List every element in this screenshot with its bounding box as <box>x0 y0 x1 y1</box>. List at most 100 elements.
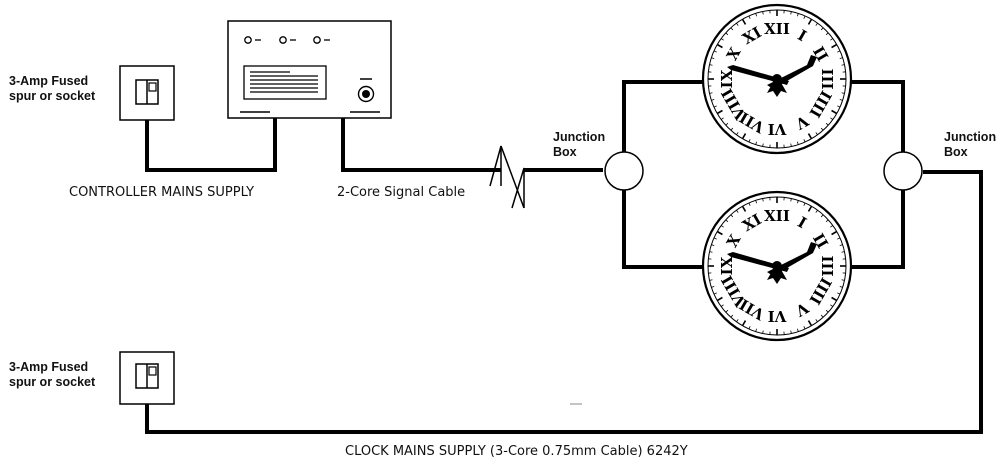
clock-center <box>772 261 782 271</box>
clock-tick <box>807 18 813 25</box>
clock-tick <box>797 141 799 145</box>
socket-top-label: 3-Amp Fused spur or socket <box>9 74 95 104</box>
junction-right-to-top-clock <box>850 80 905 152</box>
clock-tick <box>790 143 792 147</box>
clock-tick <box>736 22 739 26</box>
clock-tick <box>720 117 724 120</box>
socket-bottom-label: 3-Amp Fused spur or socket <box>9 360 95 390</box>
clock-tick <box>815 132 818 136</box>
clock-tick <box>837 292 841 295</box>
clock-tick <box>709 64 713 66</box>
clock-tick <box>736 132 739 136</box>
clock-tick <box>815 209 818 213</box>
clock-tick <box>709 279 713 281</box>
clock-tick <box>720 304 724 307</box>
socket-bottom-label-line2: spur or socket <box>9 375 96 389</box>
clock-tick <box>748 202 751 206</box>
socket-bottom-label-line1: 3-Amp Fused <box>9 360 89 374</box>
junction-right-label: Junction Box <box>944 130 996 160</box>
clock-numeral: XII <box>764 20 790 38</box>
clock-tick <box>839 57 843 59</box>
clock-numeral: III <box>818 255 836 276</box>
clock-tick <box>736 319 739 323</box>
clock-tick <box>716 296 723 302</box>
clock-tick <box>748 139 751 143</box>
fused-spur-icon <box>119 65 175 121</box>
clock-tick <box>730 127 734 131</box>
clock-tick <box>807 133 813 140</box>
controller-mains-label: CONTROLLER MAINS SUPPLY <box>69 185 255 200</box>
clock-tick <box>825 32 829 36</box>
clock-tick <box>762 330 764 334</box>
clock-tick <box>720 38 724 41</box>
clock-tick <box>762 11 764 15</box>
clock-tick <box>837 50 841 53</box>
clock-numeral: IX <box>718 256 736 275</box>
junction-right-label-line1: Junction <box>944 130 997 144</box>
socket-top-label-line2: spur or socket <box>9 89 96 103</box>
clock-tick <box>711 99 715 101</box>
clock-tick <box>713 237 717 240</box>
clock-tick <box>825 219 829 223</box>
clock-tick <box>713 292 717 295</box>
cable-break-icon <box>489 145 525 209</box>
clock-tick <box>755 328 757 332</box>
fused-spur-icon <box>119 351 175 405</box>
clock-tick <box>803 326 806 330</box>
clock-tick <box>831 109 838 115</box>
clock-tick <box>713 50 717 53</box>
clock-tick <box>748 15 751 19</box>
clock-numeral: III <box>818 68 836 89</box>
clock-tick <box>730 27 734 31</box>
clock-tick <box>820 27 824 31</box>
clock-numeral: VI <box>768 307 788 325</box>
clock-tick <box>741 205 747 212</box>
junction-left-label-line1: Junction <box>553 130 606 144</box>
clock-numeral: VI <box>768 120 788 138</box>
clock-tick <box>830 304 834 307</box>
junction-left-to-top-clock <box>622 80 708 152</box>
clock-tick <box>839 244 843 246</box>
clock-tick <box>841 92 845 94</box>
clock-tick <box>831 296 838 302</box>
clock-tick <box>807 205 813 212</box>
clock-numeral: IX <box>718 69 736 88</box>
clock-tick <box>711 57 715 59</box>
junction-box-icon <box>604 151 644 191</box>
clock-tick <box>815 22 818 26</box>
clock-tick <box>803 202 806 206</box>
junction-left-label-line2: Box <box>553 145 577 159</box>
clock-tick <box>797 200 799 204</box>
clock-tick <box>762 198 764 202</box>
clock-tick <box>748 326 751 330</box>
clock-tick <box>790 198 792 202</box>
clock-tick <box>725 219 729 223</box>
clock-tick <box>716 43 723 49</box>
clock-tick <box>709 251 713 253</box>
clock-tick <box>716 109 723 115</box>
clock-mains-label: CLOCK MAINS SUPPLY (3-Core 0.75mm Cable)… <box>345 444 688 459</box>
clock-numeral: XII <box>764 207 790 225</box>
junction-right-label-line2: Box <box>944 145 968 159</box>
socket-top-label-line1: 3-Amp Fused <box>9 74 89 88</box>
clock-hand-tail <box>767 79 787 97</box>
clock-tick <box>841 64 845 66</box>
junction-right-to-bottom-clock <box>850 190 905 269</box>
clock-tick <box>820 314 824 318</box>
clock-tick <box>830 117 834 120</box>
controller-mains-wire <box>145 118 277 172</box>
clock-tick <box>841 279 845 281</box>
junction-left-to-bottom-clock <box>622 190 708 269</box>
clock-tick <box>755 200 757 204</box>
clock-tick <box>839 286 843 288</box>
clock-tick <box>741 133 747 140</box>
clock-mains-wire <box>145 170 983 434</box>
clock-tick <box>755 141 757 145</box>
junction-left-label: Junction Box <box>553 130 605 160</box>
clock-tick <box>837 105 841 108</box>
junction-box-icon <box>883 151 923 191</box>
clock-tick <box>711 244 715 246</box>
